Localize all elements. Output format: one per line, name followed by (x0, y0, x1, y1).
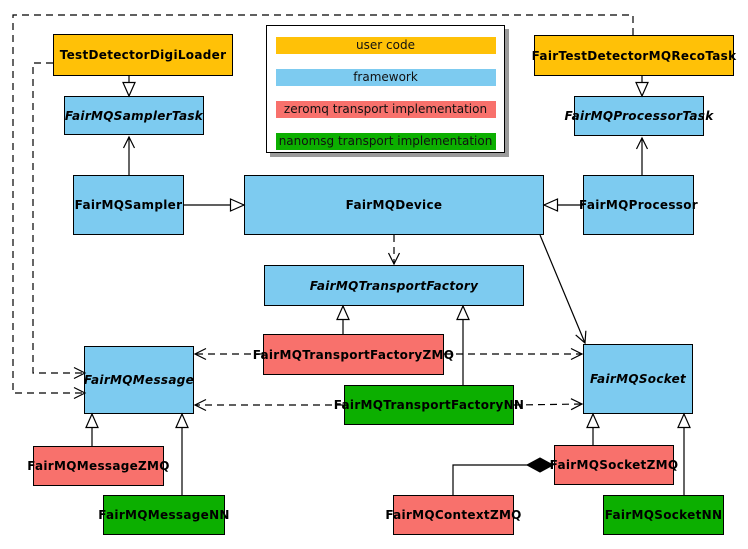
node-label: FairMQMessageZMQ (27, 459, 170, 473)
node-label: FairMQSocket (589, 372, 687, 386)
node-fair-mq-message-nn: FairMQMessageNN (98, 495, 229, 535)
node-test-detector-digi-loader: TestDetectorDigiLoader (53, 34, 233, 76)
legend-box: user code framework zeromq transport imp… (266, 25, 505, 153)
node-fair-mq-transport-factory-zmq: FairMQTransportFactoryZMQ (253, 334, 454, 375)
node-label: FairMQSampler (74, 198, 183, 212)
legend-item-zeromq: zeromq transport implementation (275, 101, 496, 118)
node-label: FairMQDevice (345, 198, 443, 212)
edge-contextzmq-composed-in-socketzmq (452, 464, 528, 495)
node-fair-mq-transport-factory-nn: FairMQTransportFactoryNN (334, 385, 524, 425)
node-fair-mq-socket-nn: FairMQSocketNN (603, 495, 724, 535)
legend-item-nanomsg: nanomsg transport implementation (275, 133, 496, 150)
node-fair-mq-socket: FairMQSocket (583, 344, 693, 414)
node-label: FairMQProcessorTask (564, 109, 714, 123)
node-fair-mq-message-zmq: FairMQMessageZMQ (27, 446, 170, 486)
node-fair-test-detector-mq-reco-task: FairTestDetectorMQRecoTask (531, 35, 737, 76)
node-fair-mq-device: FairMQDevice (244, 175, 544, 235)
node-fair-mq-context-zmq: FairMQContextZMQ (385, 495, 521, 535)
node-label: FairMQProcessor (579, 198, 698, 212)
legend-item-user-code: user code (275, 37, 496, 54)
node-fair-mq-processor: FairMQProcessor (579, 175, 698, 235)
node-label: FairMQTransportFactoryZMQ (252, 347, 455, 362)
node-label: FairMQTransportFactory (309, 278, 479, 293)
node-label: FairMQMessage (83, 373, 195, 387)
node-fair-mq-transport-factory: FairMQTransportFactory (264, 265, 524, 306)
legend-item-framework: framework (275, 69, 496, 86)
node-fair-mq-processor-task: FairMQProcessorTask (564, 96, 713, 136)
edge-device-uses-socket (539, 234, 587, 345)
node-label: TestDetectorDigiLoader (59, 48, 227, 62)
node-label: FairMQContextZMQ (385, 508, 522, 522)
node-label: FairMQSocketNN (604, 508, 723, 522)
node-label: FairTestDetectorMQRecoTask (531, 48, 737, 63)
node-label: FairMQTransportFactoryNN (333, 398, 525, 412)
node-label: FairMQMessageNN (98, 508, 230, 522)
node-fair-mq-message: FairMQMessage (84, 346, 194, 414)
node-label: FairMQSamplerTask (64, 108, 204, 123)
node-fair-mq-socket-zmq: FairMQSocketZMQ (550, 445, 678, 485)
node-fair-mq-sampler-task: FairMQSamplerTask (64, 96, 204, 135)
node-label: FairMQSocketZMQ (549, 458, 679, 472)
node-fair-mq-sampler: FairMQSampler (73, 175, 184, 235)
